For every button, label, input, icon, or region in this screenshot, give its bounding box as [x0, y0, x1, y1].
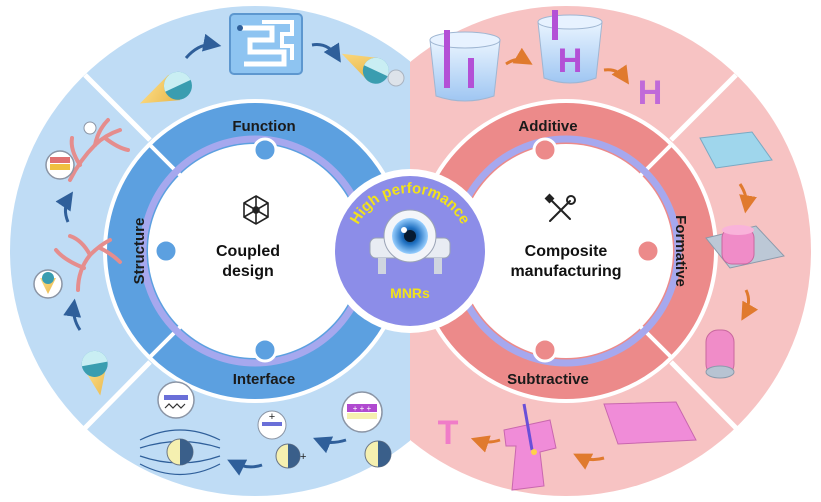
left-ring [103, 99, 407, 403]
rolled-tube-icon [705, 329, 735, 379]
maze-chip-icon [229, 13, 303, 75]
hub-bottom-text: MNRs [390, 285, 430, 301]
node-top [532, 137, 558, 163]
flat-block-icon [603, 401, 697, 445]
svg-text:H: H [558, 42, 583, 80]
function-sector-illustrations [139, 13, 405, 104]
formative-sector-illustrations [699, 131, 785, 379]
wrench-screwdriver-icon [544, 193, 576, 222]
cone-with-ball-icon [341, 53, 389, 84]
ring-label-interface: Interface [233, 371, 296, 388]
right-ring-nodes [532, 137, 661, 363]
left-center-title-line2: design [222, 263, 274, 280]
printed-letter-h: H [638, 74, 663, 112]
ring-label-formative: Formative [672, 215, 689, 287]
cone-icon-2 [81, 350, 108, 396]
sphere-icon [166, 438, 194, 466]
rolled-sheet-icon [705, 225, 785, 269]
left-center-title-line1: Coupled [216, 243, 280, 260]
cut-letter-t: T [438, 414, 459, 452]
svg-text:+: + [269, 411, 275, 423]
cone-icon [139, 71, 192, 104]
branch-structure-icon-2 [54, 234, 122, 292]
structure-sector-illustrations [33, 118, 130, 396]
resin-vat-icon-2: H [537, 10, 603, 84]
interface-sector-illustrations: + + + + + [139, 381, 392, 476]
right-center-title-line2: manufacturing [510, 263, 621, 280]
node-left [153, 238, 179, 264]
left-sector-dividers [83, 73, 152, 430]
right-center-title-line1: Composite [525, 243, 608, 260]
ring-label-structure: Structure [131, 218, 148, 285]
network-cube-icon [243, 195, 269, 225]
ring-label-additive: Additive [518, 118, 577, 135]
node-top [252, 137, 278, 163]
ring-label-subtractive: Subtractive [507, 371, 589, 388]
node-bottom [532, 337, 558, 363]
svg-text:+: + [300, 451, 306, 463]
left-ring-nodes [153, 137, 278, 363]
robot-eye-icon [369, 209, 451, 274]
right-sector-dividers [669, 73, 738, 430]
subtractive-sector-illustrations: T [438, 401, 697, 491]
node-bottom [252, 337, 278, 363]
resin-vat-icon [429, 30, 501, 102]
laser-cut-icon [503, 403, 557, 491]
ring-label-function: Function [232, 118, 295, 135]
svg-text:+ + +: + + + [353, 404, 372, 413]
sphere-icon-2 [275, 443, 301, 469]
central-hub: High performance MNRs [328, 169, 492, 333]
sphere-icon-3 [364, 440, 392, 468]
branch-structure-icon [68, 118, 130, 182]
flat-sheet-icon [699, 131, 773, 169]
node-right [635, 238, 661, 264]
additive-sector-illustrations: H H [429, 10, 663, 112]
